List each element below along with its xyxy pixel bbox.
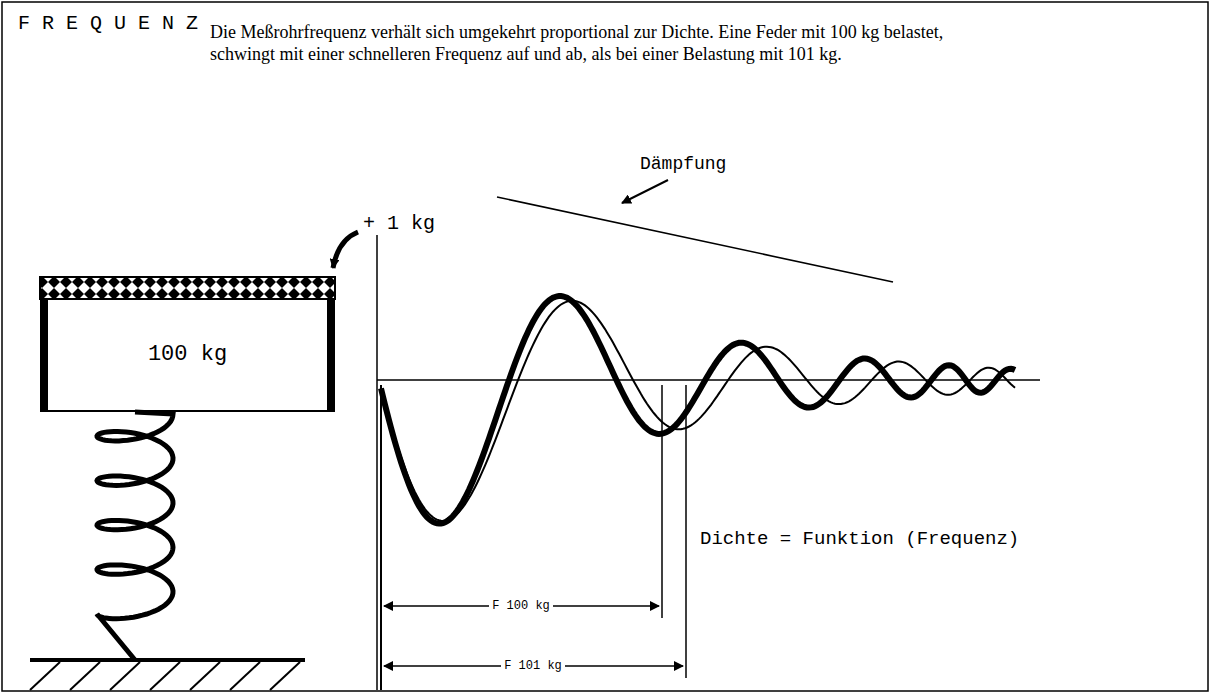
load-label: + 1 kg xyxy=(363,212,435,235)
spring xyxy=(97,412,173,660)
damping-label: Dämpfung xyxy=(640,154,726,174)
description: Die Meßrohrfrequenz verhält sich umgekeh… xyxy=(210,22,1000,65)
oscillation xyxy=(381,296,1015,523)
ground xyxy=(30,658,305,662)
dimension-tick xyxy=(661,385,663,618)
load-plate xyxy=(40,277,335,299)
ground-hatch xyxy=(30,662,300,690)
title: F R E Q U E N Z xyxy=(18,12,198,35)
weight-box: 100 kg xyxy=(40,298,335,412)
leader-arrow xyxy=(622,180,668,203)
axis xyxy=(376,235,378,690)
dimension-label: F 100 kg xyxy=(489,599,553,613)
dimension-tick xyxy=(380,385,382,690)
dimension-label: F 101 kg xyxy=(501,659,565,673)
formula-label: Dichte = Funktion (Frequenz) xyxy=(700,528,1019,550)
weight-label: 100 kg xyxy=(148,342,227,367)
load-arrow xyxy=(333,232,358,268)
dimension-tick xyxy=(685,385,687,678)
damping-line xyxy=(497,197,893,282)
